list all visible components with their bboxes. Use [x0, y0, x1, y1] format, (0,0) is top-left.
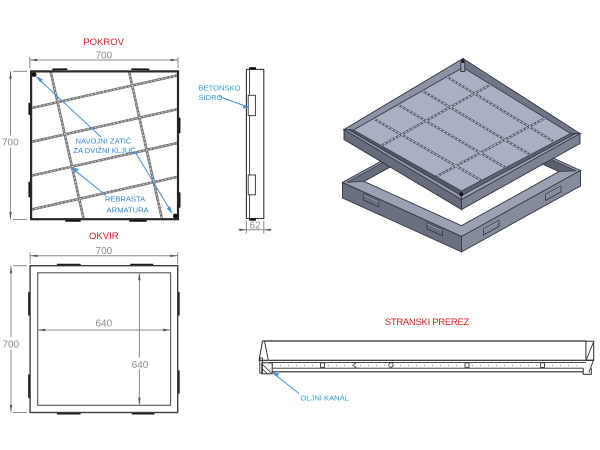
svg-text:700: 700: [96, 246, 113, 257]
svg-text:700: 700: [2, 339, 19, 350]
svg-text:ZA DVIŽNI KLJUČ,: ZA DVIŽNI KLJUČ,: [73, 146, 138, 155]
svg-text:ARMATURA: ARMATURA: [107, 206, 150, 215]
svg-text:REBRASTA: REBRASTA: [105, 195, 146, 204]
svg-text:SIDRO: SIDRO: [199, 93, 223, 102]
svg-text:62: 62: [250, 221, 262, 232]
svg-text:POKROV: POKROV: [83, 37, 124, 48]
svg-text:700: 700: [95, 51, 112, 62]
svg-text:STRANSKI PREREZ: STRANSKI PREREZ: [385, 317, 470, 328]
svg-text:700: 700: [2, 138, 19, 149]
svg-text:NAVOJNI ZATIČ: NAVOJNI ZATIČ: [75, 136, 131, 145]
svg-text:OLJNI KANAL: OLJNI KANAL: [300, 393, 349, 402]
svg-text:OKVIR: OKVIR: [89, 231, 119, 242]
svg-text:640: 640: [132, 360, 149, 371]
svg-text:BETONSKO: BETONSKO: [199, 84, 241, 93]
svg-text:640: 640: [95, 318, 112, 329]
